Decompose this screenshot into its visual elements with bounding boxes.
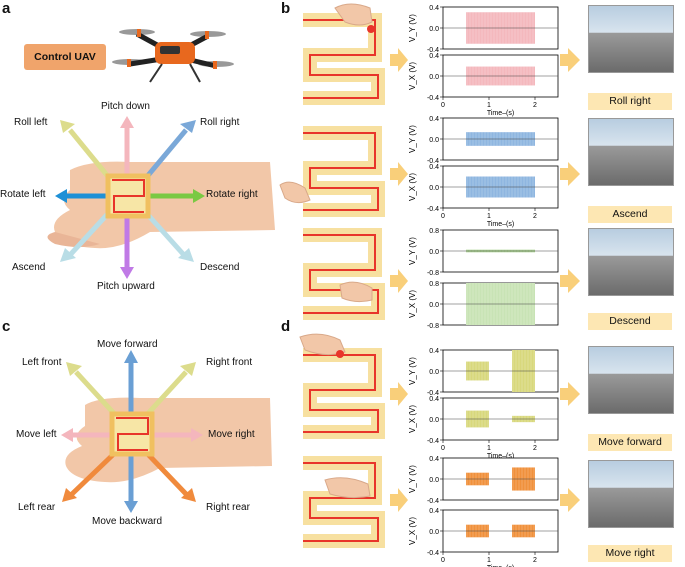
serpentine-sensor-1 (303, 13, 385, 105)
y-tick-label: 0.8 (429, 281, 439, 288)
serpentine-sensor-4 (303, 348, 385, 439)
y-axis-label: V_X (V) (408, 405, 417, 433)
caption-descend: Descend (588, 313, 672, 330)
y-tick-label: -0.4 (427, 206, 439, 213)
y-tick-label: 0.0 (429, 529, 439, 536)
y-tick-label: 0.0 (429, 417, 439, 424)
serpentine-sensor-3 (303, 228, 385, 320)
y-tick-label: 0.8 (429, 228, 439, 235)
y-tick-label: -0.4 (427, 95, 439, 102)
y-axis-label: V_X (V) (408, 517, 417, 545)
x-axis-label: Time–(s) (487, 565, 514, 567)
y-tick-label: 0.4 (429, 396, 439, 403)
y-axis-label: V_X (V) (408, 62, 417, 90)
y-tick-label: -0.4 (427, 47, 439, 54)
x-tick-label: 0 (441, 557, 445, 564)
x-tick-label: 2 (533, 557, 537, 564)
label-roll-right: Roll right (200, 117, 240, 128)
caption-ascend: Ascend (588, 206, 672, 223)
y-tick-label: -0.4 (427, 158, 439, 165)
y-tick-label: 0.4 (429, 348, 439, 355)
caption-move-forward: Move forward (588, 434, 672, 451)
label-left-front: Left front (22, 357, 62, 368)
label-move-left: Move left (16, 429, 57, 440)
y-tick-label: 0.0 (429, 26, 439, 33)
x-axis-label: Time–(s) (487, 221, 514, 228)
x-tick-label: 0 (441, 213, 445, 220)
scene-ascend (588, 118, 674, 186)
y-axis-label: V_Y (V) (408, 125, 417, 153)
y-tick-label: 0.4 (429, 164, 439, 171)
y-axis-label: V_Y (V) (408, 237, 417, 265)
y-tick-label: -0.4 (427, 390, 439, 397)
caption-roll-right: Roll right (588, 93, 672, 110)
x-tick-label: 1 (487, 445, 491, 452)
x-tick-label: 2 (533, 445, 537, 452)
label-right-front: Right front (206, 357, 253, 368)
y-axis-label: V_X (V) (408, 290, 417, 318)
drone-icon (112, 29, 234, 83)
x-tick-label: 1 (487, 557, 491, 564)
scene-roll-right (588, 5, 674, 73)
x-tick-label: 2 (533, 213, 537, 220)
finger-icons (279, 3, 373, 499)
label-rotate-right: Rotate right (206, 189, 258, 200)
y-tick-label: 0.0 (429, 74, 439, 81)
y-tick-label: -0.4 (427, 438, 439, 445)
sensor-c (109, 411, 155, 457)
scene-move-right (588, 460, 674, 528)
panel-letter-b: b (281, 0, 291, 17)
y-tick-label: -0.8 (427, 323, 439, 330)
y-tick-label: 0.4 (429, 5, 439, 12)
y-tick-label: 0.0 (429, 137, 439, 144)
label-move-forward: Move forward (97, 339, 158, 350)
y-axis-label: V_Y (V) (408, 357, 417, 385)
x-tick-label: 2 (533, 102, 537, 109)
panel-letter-c: c (2, 318, 11, 335)
y-tick-label: -0.4 (427, 550, 439, 557)
y-tick-label: 0.4 (429, 456, 439, 463)
label-rotate-left: Rotate left (0, 189, 46, 200)
x-tick-label: 0 (441, 445, 445, 452)
x-axis-label: Time–(s) (487, 453, 514, 460)
x-tick-label: 1 (487, 213, 491, 220)
x-tick-label: 1 (487, 102, 491, 109)
x-tick-label: 0 (441, 102, 445, 109)
scene-descend (588, 228, 674, 296)
label-right-rear: Right rear (206, 502, 250, 513)
y-tick-label: 0.0 (429, 302, 439, 309)
panel-letter-d: d (281, 318, 291, 335)
label-left-rear: Left rear (18, 502, 56, 513)
y-tick-label: 0.0 (429, 477, 439, 484)
y-axis-label: V_Y (V) (408, 465, 417, 493)
control-uav-badge: Control UAV (24, 44, 106, 70)
y-tick-label: 0.4 (429, 53, 439, 60)
label-ascend: Ascend (12, 262, 46, 273)
y-tick-label: -0.4 (427, 498, 439, 505)
y-tick-label: 0.4 (429, 116, 439, 123)
label-descend: Descend (200, 262, 240, 273)
label-move-right: Move right (208, 429, 255, 440)
flow-arrows (390, 48, 580, 512)
caption-move-right: Move right (588, 545, 672, 562)
label-pitch-down: Pitch down (101, 101, 150, 112)
serpentine-sensor-2 (303, 126, 385, 217)
y-tick-label: 0.0 (429, 369, 439, 376)
panel-letter-a: a (2, 0, 11, 17)
label-pitch-upward: Pitch upward (97, 281, 155, 292)
y-axis-label: V_X (V) (408, 173, 417, 201)
label-move-backward: Move backward (92, 516, 163, 527)
label-roll-left: Roll left (14, 117, 48, 128)
y-tick-label: 0.0 (429, 249, 439, 256)
x-axis-label: Time–(s) (487, 110, 514, 117)
scene-move-forward (588, 346, 674, 414)
y-tick-label: -0.8 (427, 270, 439, 277)
y-axis-label: V_Y (V) (408, 14, 417, 42)
y-tick-label: 0.4 (429, 508, 439, 515)
y-tick-label: 0.0 (429, 185, 439, 192)
serpentine-sensor-5 (303, 456, 385, 548)
sensor-a (105, 173, 151, 219)
